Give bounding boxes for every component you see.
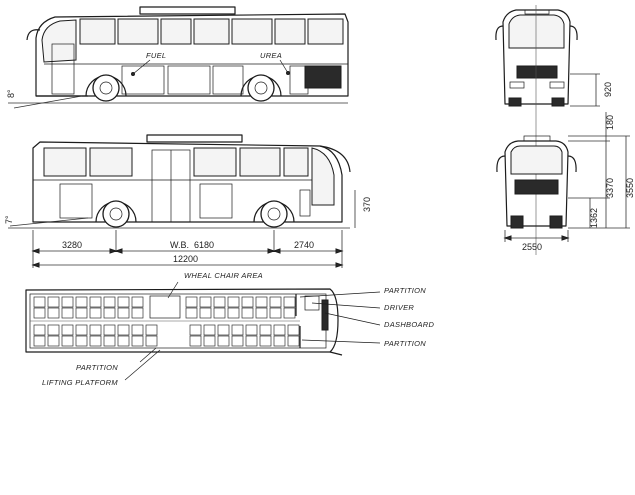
partition-top-label: PARTITION [384,286,426,295]
side-view-top [8,6,349,109]
side-view-bottom [8,134,356,268]
seat-icon [33,324,46,336]
floor-height-label: 1362 [589,208,599,228]
lifting-platform-label: LIFTING PLATFORM [42,378,118,387]
seat-icon [131,324,144,336]
seat-icon [145,324,158,336]
seat-icon [231,335,244,347]
seat-icon [117,307,130,319]
seat-icon [269,296,282,308]
seat-icon [117,324,130,336]
seat-icon [75,307,88,319]
seat-icon [259,335,272,347]
seat-icon [89,296,102,308]
seat-icon [259,324,272,336]
seat-icon [61,307,74,319]
seat-icon [283,296,296,308]
seat-icon [103,307,116,319]
front-overhang-label: 3280 [62,240,82,250]
seat-icon [245,324,258,336]
seat-icon [255,296,268,308]
overall-length-label: 12200 [173,254,198,264]
rear-view [496,112,630,242]
roof-equipment-label: 180 [605,115,615,130]
seat-icon [75,335,88,347]
partition-right-label: PARTITION [384,339,426,348]
seat-icon [75,324,88,336]
angle-rear-top-label: 8° [6,89,16,98]
seat-icon [117,335,130,347]
driver-label: DRIVER [384,303,414,312]
seat-icon [89,324,102,336]
wheelchair-area-label: WHEAL CHAIR AREA [184,271,263,280]
seat-icon [89,335,102,347]
seat-icon [241,307,254,319]
seat-icon [213,307,226,319]
seat-icon [269,307,282,319]
mirror-height-label: 920 [603,82,613,97]
partition-bottom-label: PARTITION [76,363,118,372]
seat-icon [189,335,202,347]
rear-overhang-label: 2740 [294,240,314,250]
seat-icon [103,335,116,347]
seat-icon [217,335,230,347]
seat-icon [75,296,88,308]
seat-icon [145,335,158,347]
seat-icon [131,307,144,319]
dashboard-label: DASHBOARD [384,320,434,329]
seat-icon [89,307,102,319]
seat-icon [47,296,60,308]
seat-icon [245,335,258,347]
seat-icon [61,335,74,347]
seat-icon [255,307,268,319]
urea-label: UREA [260,51,282,60]
seat-icon [231,324,244,336]
seat-icon [33,296,46,308]
plan-view [25,281,381,381]
seat-icon [61,296,74,308]
seat-icon [227,296,240,308]
front-view [495,5,600,255]
seat-icon [203,335,216,347]
seat-icon [33,335,46,347]
wheelbase-label: W.B. 6180 [170,240,214,250]
seat-icon [273,335,286,347]
seat-icon [47,324,60,336]
angle-rear-side-label: 7° [4,215,14,224]
ground-clearance-label: 370 [362,197,372,212]
body-height-label: 3370 [605,178,615,198]
seat-icon [47,335,60,347]
seat-icon [47,307,60,319]
seat-icon [241,296,254,308]
seat-icon [287,335,300,347]
seat-icon [273,324,286,336]
seat-icon [227,307,240,319]
seat-icon [185,307,198,319]
seat-icon [131,335,144,347]
seat-icon [213,296,226,308]
overall-height-label: 3550 [625,178,635,198]
seat-icon [131,296,144,308]
seat-icon [185,296,198,308]
seat-icon [217,324,230,336]
seat-icon [103,324,116,336]
seat-icon [203,324,216,336]
seat-icon [189,324,202,336]
seat-icon [61,324,74,336]
seat-icon [117,296,130,308]
width-label: 2550 [522,242,542,252]
seat-icon [287,324,300,336]
seat-icon [103,296,116,308]
seat-icon [283,307,296,319]
seat-icon [33,307,46,319]
seat-icon [199,307,212,319]
seat-icon [199,296,212,308]
fuel-label: FUEL [146,51,166,60]
